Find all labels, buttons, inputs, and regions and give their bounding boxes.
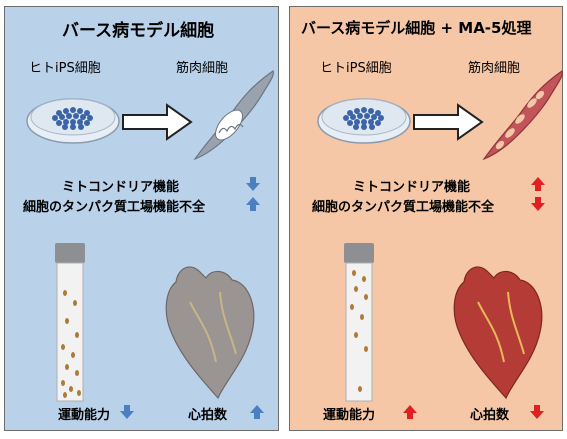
left-heart-text: 心拍数 — [188, 408, 228, 423]
right-ips-label: ヒトiPS細胞 — [320, 61, 392, 76]
right-panel: バース病モデル細胞 + MA-5処理 ヒトiPS細胞 筋肉細胞 ミトコンドリア機… — [289, 6, 563, 431]
process-arrow-icon — [413, 103, 484, 141]
left-muscle-label: 筋肉細胞 — [176, 61, 229, 76]
motor-down-arrow-icon — [120, 405, 134, 419]
heart-up-arrow-icon — [250, 405, 264, 419]
muscle-cell-icon — [482, 70, 563, 161]
right-panel-title: バース病モデル細胞 + MA-5処理 — [301, 19, 532, 37]
left-panel: バース病モデル細胞 ヒトiPS細胞 筋肉細胞 ミトコンドリア機能 細胞のタンパク… — [4, 6, 279, 431]
left-motor-text: 運動能力 — [58, 408, 111, 423]
process-arrow-icon — [122, 103, 193, 141]
left-ips-label: ヒトiPS細胞 — [29, 61, 101, 76]
motor-up-arrow-icon — [403, 405, 417, 419]
right-protein-text: 細胞のタンパク質工場機能不全 — [312, 200, 495, 215]
mito-up-arrow-icon — [531, 177, 545, 191]
mito-down-arrow-icon — [246, 177, 260, 191]
protein-down-arrow-icon — [531, 197, 545, 211]
protein-up-arrow-icon — [246, 197, 260, 211]
right-motor-text: 運動能力 — [323, 408, 376, 423]
right-heart-text: 心拍数 — [470, 408, 510, 423]
heart-down-arrow-icon — [530, 405, 544, 419]
muscle-cell-icon — [193, 70, 274, 161]
left-panel-title: バース病モデル細胞 — [62, 21, 215, 41]
fly-tube-icon — [344, 243, 374, 402]
right-mito-text: ミトコンドリア機能 — [353, 180, 471, 195]
right-muscle-label: 筋肉細胞 — [468, 61, 521, 76]
heart-icon — [165, 266, 255, 400]
heart-icon — [453, 266, 543, 400]
left-mito-text: ミトコンドリア機能 — [62, 180, 180, 195]
fly-tube-icon — [55, 243, 85, 402]
left-protein-text: 細胞のタンパク質工場機能不全 — [23, 200, 206, 215]
petri-dish-icon — [26, 98, 120, 144]
petri-dish-icon — [317, 98, 411, 144]
